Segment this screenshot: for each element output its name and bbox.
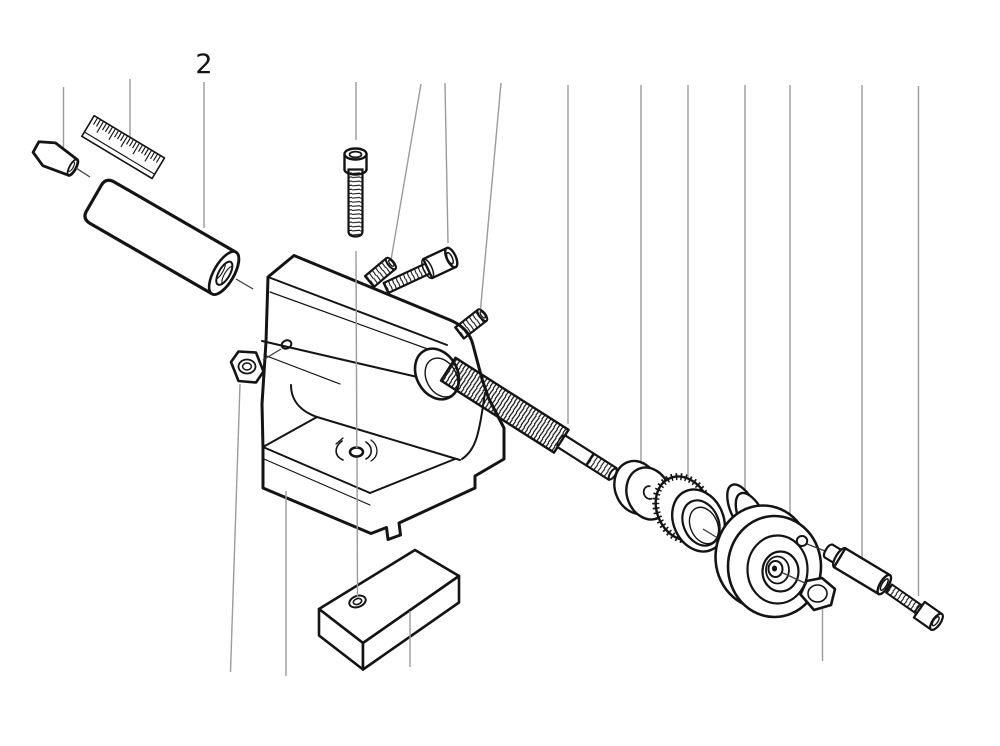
handle-pin-bore [879, 578, 889, 591]
washer-center-hole [642, 485, 653, 500]
hex-nut-bore [237, 358, 257, 375]
cap-screw-socket [445, 251, 454, 265]
scale-plate [81, 114, 166, 180]
leader-lines [62, 79, 920, 676]
dead-center-end-inner [67, 161, 75, 172]
leadscrew-step-edge [556, 434, 566, 448]
handle-pin [822, 543, 893, 596]
handwheel-bore-center [771, 565, 778, 572]
hex-nut-bore-inner [241, 362, 253, 371]
set-screw-2-socket [479, 311, 487, 319]
knurled-ring-bore-inner [688, 506, 720, 545]
axis-line-barrel-to-body [235, 278, 254, 290]
set-screw-1-socket [387, 259, 395, 267]
leader-hex-nut-bottom [229, 383, 241, 673]
cap-nut-outline [799, 576, 837, 612]
body-surface-line-1 [269, 291, 437, 353]
body-surface-line-2 [263, 354, 341, 385]
small-screw-socket [931, 616, 940, 627]
base-plate-hole-inner [352, 597, 363, 606]
body-base-top-right-edge [369, 458, 456, 494]
axis-line-hole-to-pin [806, 543, 826, 552]
hex-nut [229, 350, 265, 384]
graduated-scale [81, 114, 166, 180]
body-base-top-back-edge [316, 416, 461, 461]
barrel-thread-bore [215, 260, 234, 286]
scale-edge-line [84, 131, 155, 175]
dead-center-tip-facet [31, 140, 41, 154]
base-plate-right-face [361, 574, 461, 671]
cap-screw-head-back-edge [421, 258, 435, 279]
handwheel-dish [746, 534, 809, 605]
leader-set-screw-1 [389, 83, 422, 264]
cap-nut-dome [807, 584, 828, 603]
base-plate [317, 548, 461, 671]
set-screw-2 [454, 308, 489, 340]
handle-pin-hole [795, 535, 809, 547]
leader-cap-screw [444, 82, 449, 244]
spacer-washer [613, 459, 672, 521]
socket-head-cap-screw-angled [382, 246, 459, 295]
scale-graduations [92, 117, 162, 163]
knurled-ring [652, 473, 726, 553]
axis-line-nut-to-hole [262, 348, 282, 361]
handwheel-bore [767, 560, 784, 578]
body-base-front-line [263, 458, 371, 506]
clamp-screw-axis-lower [356, 457, 359, 599]
axis-line-hub-to-cap-nut [782, 572, 808, 585]
leader-set-screw-2 [479, 82, 502, 316]
dead-center [31, 140, 80, 177]
clamp-screw-axis-upper [355, 250, 358, 449]
nut-stud-hole [280, 339, 293, 350]
clamp-socket-head-screw [343, 147, 368, 238]
axis-line-center-to-barrel [75, 167, 91, 178]
body-top-edge [267, 276, 448, 346]
cap-nut [799, 576, 837, 612]
clamp-screw-socket [348, 150, 363, 159]
body-neck-curve [290, 384, 318, 418]
handwheel-hub-chamfer [765, 555, 790, 585]
handwheel [714, 504, 823, 619]
quill-barrel [83, 178, 241, 296]
socket-head-cap-screw-small [885, 583, 944, 631]
barrel-thread-detail [216, 264, 233, 284]
callout-2-label: 2 [195, 49, 212, 80]
clamp-screw-shank [347, 168, 364, 238]
body-base-top-left-edge [262, 416, 318, 448]
leadscrew [439, 356, 618, 481]
body-base-top-front-edge [262, 446, 371, 494]
clamp-screw-head-bottom [343, 168, 368, 176]
base-plate-hole [348, 594, 367, 609]
hex-nut-outline [229, 350, 265, 384]
set-screw-1 [363, 256, 398, 288]
